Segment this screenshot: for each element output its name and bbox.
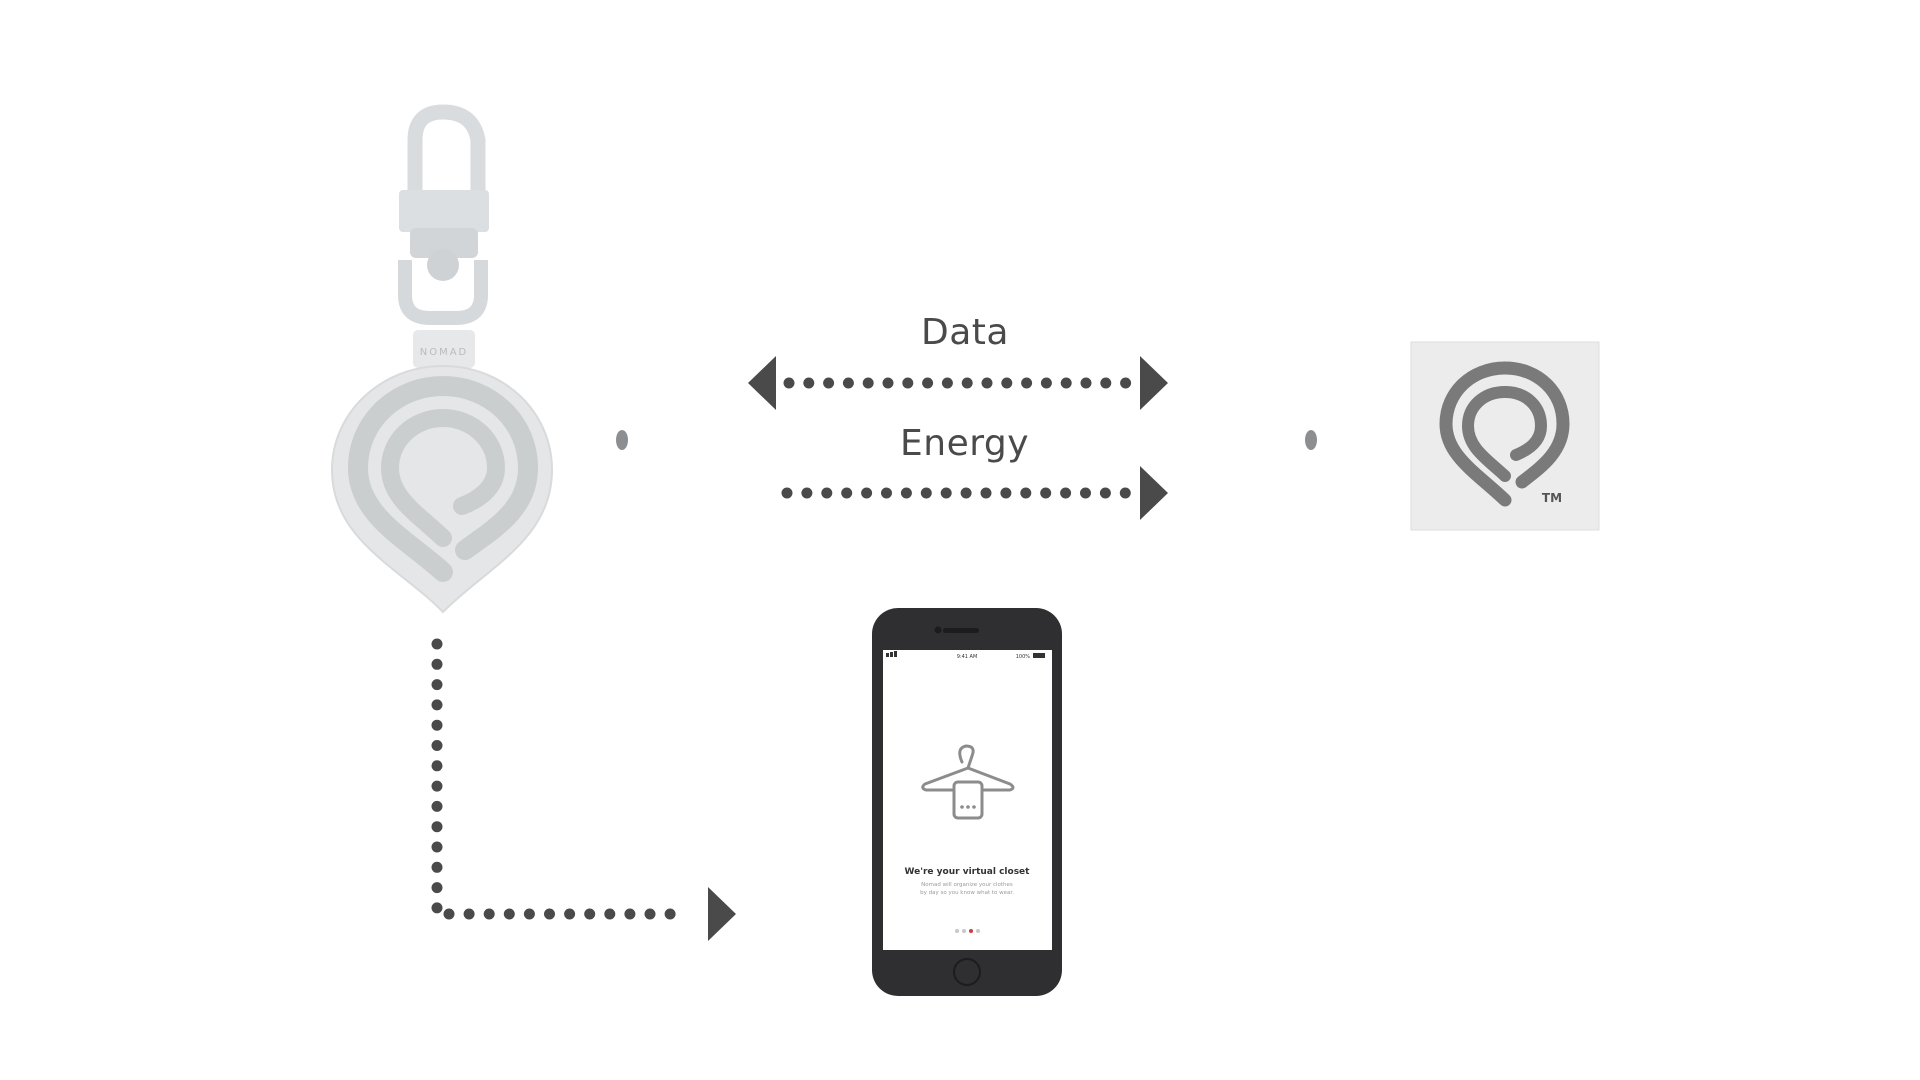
- keychain-device: NOMAD: [330, 104, 554, 614]
- phone-device: 9:41 AM 100% We're your virtual closet N…: [872, 608, 1062, 996]
- tag-dot: [966, 805, 970, 809]
- connector-tab: [413, 330, 475, 368]
- data-arrow: [748, 356, 1168, 410]
- keychain-brand-text: NOMAD: [420, 347, 469, 358]
- swivel-ring: [398, 260, 488, 325]
- phone-home-button[interactable]: [953, 958, 981, 986]
- screen-subtitle-line1: Nomad will organize your clothes: [921, 882, 1013, 888]
- nomad-logo-icon: [347, 375, 539, 582]
- tag-dot: [960, 805, 964, 809]
- data-label: Data: [921, 312, 1009, 353]
- swivel-bolt: [427, 249, 459, 281]
- tag-dot: [972, 805, 976, 809]
- phone-camera: [934, 626, 942, 634]
- page-dot[interactable]: [976, 929, 980, 933]
- page-dot[interactable]: [962, 929, 966, 933]
- keychain-to-phone-arrow: [431, 638, 736, 941]
- page-dot-active[interactable]: [969, 929, 973, 933]
- signal-icon-bar: [894, 651, 897, 657]
- screen-subtitle-line2: by day so you know what to wear.: [920, 890, 1014, 896]
- hanger-icon: [921, 744, 1015, 820]
- phone-speaker: [943, 628, 979, 633]
- swivel-neck: [410, 228, 478, 258]
- data-arrow-right-head: [1140, 356, 1168, 410]
- energy-label: Energy: [900, 423, 1030, 464]
- energy-arrow-head: [1140, 466, 1168, 520]
- sensor-dot-left: [616, 430, 628, 450]
- page-dot[interactable]: [955, 929, 959, 933]
- signal-icon-bar: [890, 652, 893, 657]
- carabiner-clip: [407, 104, 486, 230]
- sensor-dot-right: [1305, 430, 1317, 450]
- trademark-text: TM: [1542, 491, 1562, 505]
- clip-collar: [399, 190, 489, 232]
- phone-arrow-head: [708, 887, 736, 941]
- fabric-tag: TM: [1410, 341, 1600, 531]
- data-arrow-left-head: [748, 356, 776, 410]
- keychain-body: [330, 364, 554, 614]
- status-battery-text: 100%: [1016, 654, 1031, 660]
- status-time: 9:41 AM: [957, 654, 978, 660]
- tag-logo-icon: [1439, 361, 1570, 507]
- signal-icon: [886, 653, 889, 657]
- energy-arrow: [781, 466, 1168, 520]
- screen-title: We're your virtual closet: [905, 867, 1031, 877]
- battery-icon: [1033, 653, 1045, 658]
